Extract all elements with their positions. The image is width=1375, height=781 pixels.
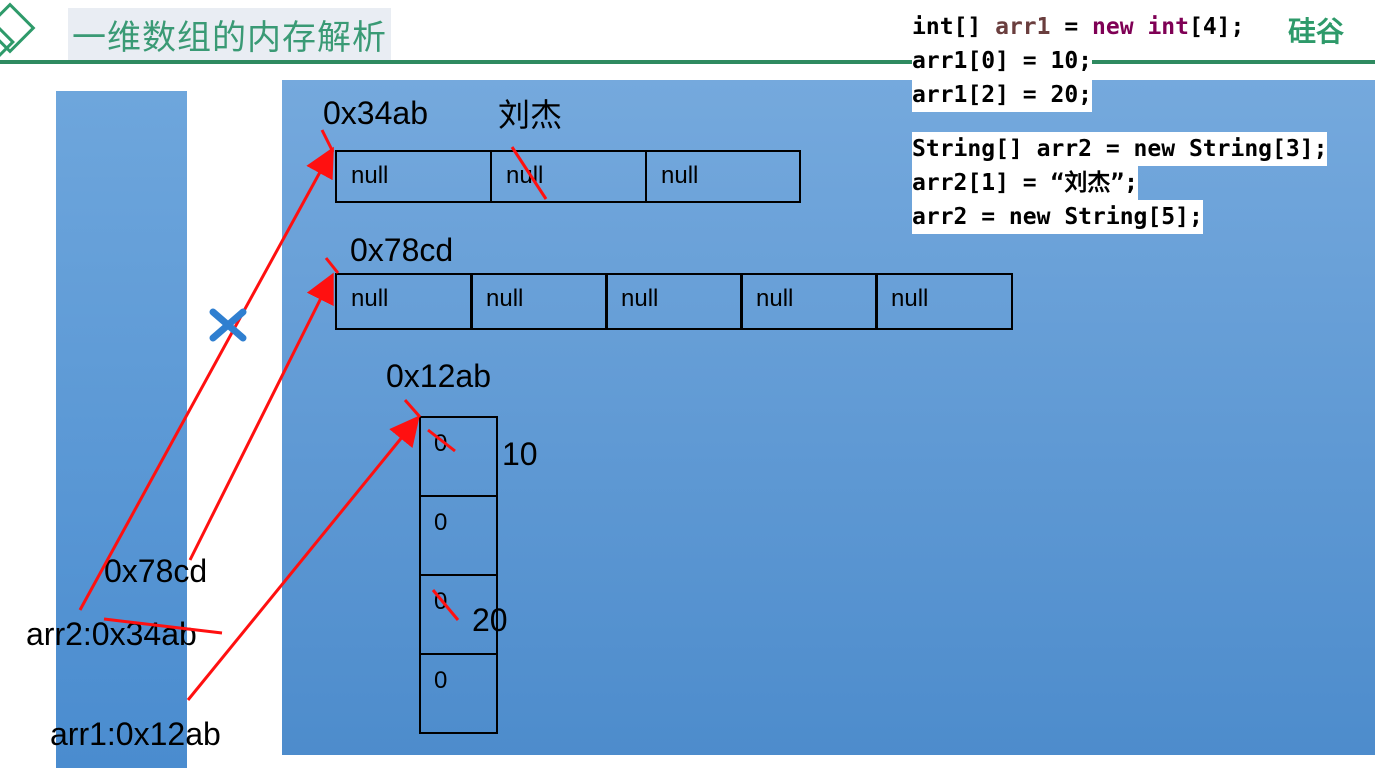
- code-line: String[] arr2 = new String[3];: [912, 132, 1328, 166]
- cross-icon: [209, 308, 247, 342]
- code-token: String[] arr2 = new String[3];: [912, 136, 1328, 162]
- code-line: arr1[0] = 10;: [912, 44, 1093, 78]
- title-bar: 一维数组的内存解析 硅谷: [0, 0, 1375, 70]
- strike-mark: [510, 146, 548, 200]
- code-token: int[]: [912, 14, 996, 40]
- code-token: arr2 = new String[5];: [912, 204, 1203, 230]
- assigned-value-10: 10: [502, 436, 538, 472]
- code-token: [4];: [1188, 14, 1245, 40]
- array-cell: null: [605, 273, 743, 330]
- stack-arr1-label: arr1:0x12ab: [50, 716, 221, 752]
- code-token: arr1[2] = 20;: [912, 82, 1093, 108]
- array-cell: null: [875, 273, 1013, 330]
- array-cell: null: [645, 150, 801, 203]
- code-line: int[] arr1 = new int[4];: [912, 10, 1245, 44]
- strike-mark: [403, 399, 422, 418]
- stack-arr2-label: arr2:0x34ab: [26, 616, 197, 652]
- arrow-arr1-to-0x12ab: [186, 415, 420, 701]
- code-token: int: [1147, 14, 1189, 40]
- array-cell: null: [470, 273, 608, 330]
- strike-mark: [320, 129, 335, 153]
- code-line: arr1[2] = 20;: [912, 78, 1093, 112]
- code-panel: int[] arr1 = new int[4]; arr1[0] = 10; arr…: [912, 10, 1375, 234]
- assigned-value-20: 20: [472, 602, 508, 638]
- heap-addr-0x78cd: 0x78cd: [350, 232, 454, 268]
- code-token: arr1[0] = 10;: [912, 48, 1093, 74]
- array-cell: null: [740, 273, 878, 330]
- title-underline: [0, 60, 1375, 64]
- strike-mark: [103, 617, 223, 635]
- stack-region: [56, 91, 187, 768]
- code-line: arr2[1] = “刘杰”;: [912, 166, 1139, 200]
- strike-mark: [427, 428, 456, 453]
- heap-addr-0x12ab: 0x12ab: [386, 358, 491, 394]
- array-cell: null: [335, 273, 473, 330]
- code-token: arr1: [995, 14, 1051, 40]
- code-token: arr2[1] = “刘杰”;: [912, 170, 1139, 196]
- brand-mark: 硅谷: [1288, 16, 1345, 47]
- code-token: =: [1050, 14, 1093, 40]
- heap-assigned-value: 刘杰: [498, 97, 563, 133]
- strike-mark: [431, 589, 460, 621]
- heap-addr-0x34ab: 0x34ab: [323, 95, 428, 131]
- code-line: arr2 = new String[5];: [912, 200, 1203, 234]
- code-token: new: [1092, 14, 1134, 40]
- strike-mark: [324, 257, 340, 274]
- array-cell: 0: [419, 653, 498, 734]
- page-title: 一维数组的内存解析: [68, 8, 391, 61]
- arrow-0x78cd-to-heap: [188, 272, 334, 561]
- arrow-arr2-to-0x34ab: [78, 146, 334, 611]
